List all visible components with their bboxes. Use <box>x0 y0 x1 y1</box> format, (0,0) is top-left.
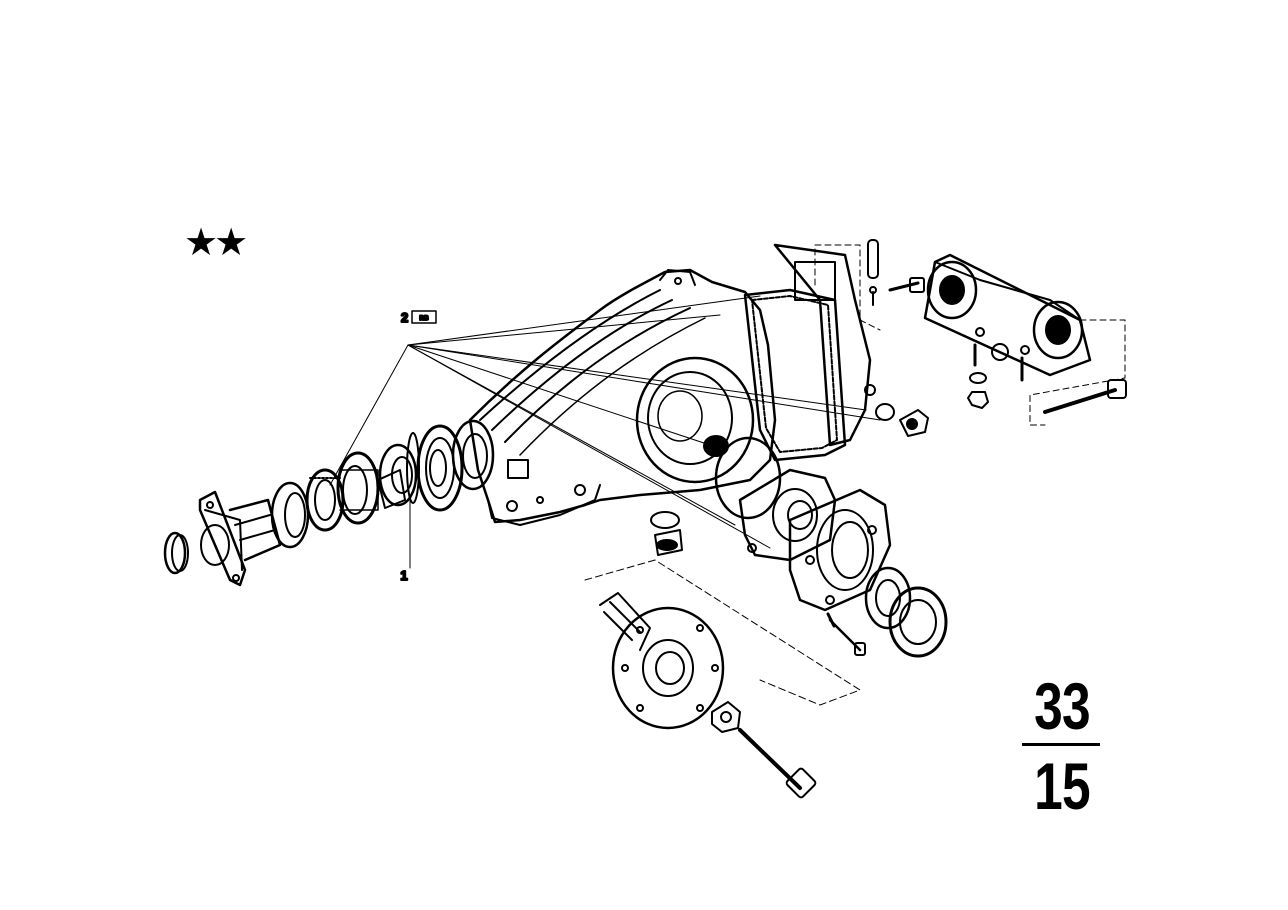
mount-bolt-top <box>888 277 925 293</box>
pinion-bearing-inner <box>336 451 380 525</box>
input-flange <box>198 490 282 587</box>
long-mount-bolt <box>1043 379 1127 414</box>
callout-2-badge: RB <box>419 315 429 322</box>
leader-bracket-right <box>1029 319 1126 426</box>
group-number-sub: 15 <box>1034 749 1090 823</box>
group-number-divider <box>1022 743 1100 746</box>
pinion-nut <box>163 531 189 575</box>
cover-seal-ring <box>714 436 782 520</box>
output-flange-housing <box>788 488 892 612</box>
mount-studs <box>967 343 1024 409</box>
callout-1: 1 <box>400 568 407 583</box>
pinion-seal <box>270 481 310 549</box>
drive-flange <box>599 592 725 730</box>
drain-plug <box>875 403 929 437</box>
callout-2: 2 <box>401 310 408 325</box>
flange-nut <box>711 701 741 733</box>
rubber-mount-bracket <box>923 253 1092 377</box>
differential-housing <box>451 268 777 526</box>
pinion-bearing-cup <box>416 424 464 512</box>
output-seal <box>888 586 948 658</box>
breather-cap <box>650 511 683 556</box>
small-bolt <box>826 612 866 656</box>
double-star-marker: ★★ <box>184 220 248 264</box>
output-bearing-housing <box>738 468 837 562</box>
leader-lines <box>329 295 881 569</box>
spacer-sleeve <box>377 443 418 509</box>
pinion-bearing-outer <box>305 468 345 532</box>
leader-bracket-dashed <box>814 244 881 331</box>
output-bearing-ring <box>864 566 912 630</box>
group-number-main: 33 <box>1034 669 1090 743</box>
dowel-pin <box>867 239 879 306</box>
callout-2-badge-box <box>411 310 437 324</box>
flange-bolt <box>738 728 817 799</box>
leader-bracket-bottom <box>584 559 861 706</box>
